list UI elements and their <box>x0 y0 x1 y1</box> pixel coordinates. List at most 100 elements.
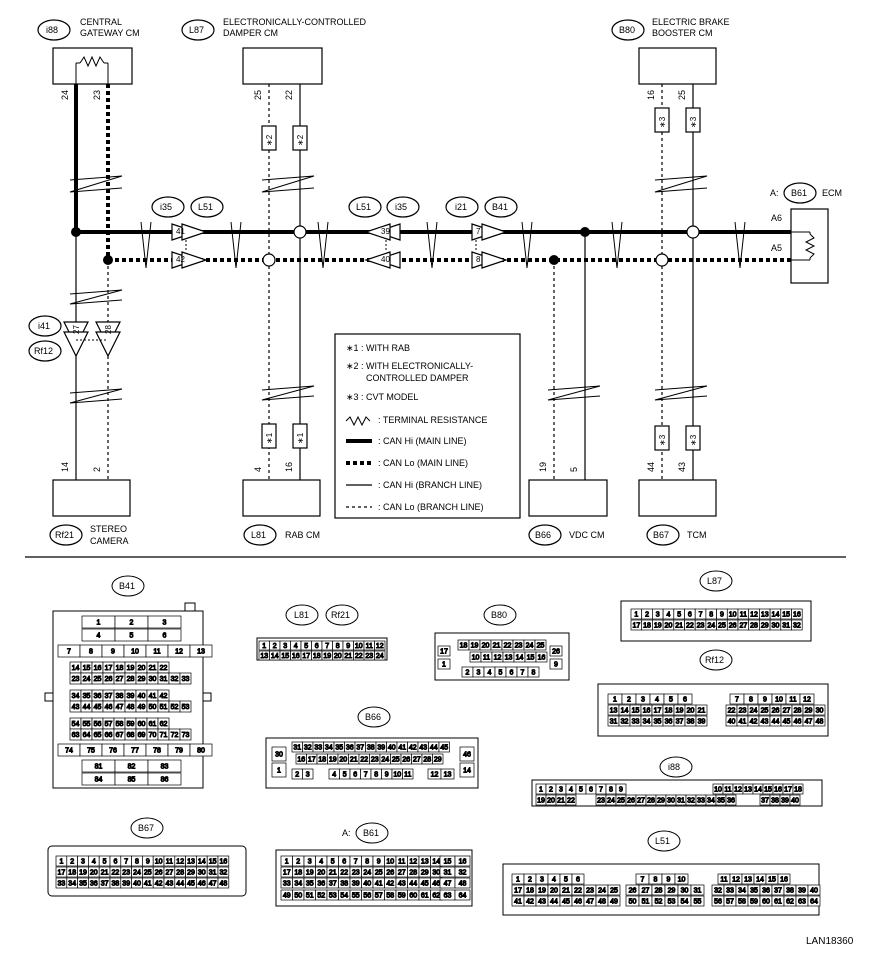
pin-number: 15 <box>209 859 217 866</box>
pin-number: 49 <box>610 899 618 906</box>
pin-number: 16 <box>643 708 651 715</box>
pin-number: 31 <box>444 870 452 877</box>
pin-number: 20 <box>665 623 673 630</box>
pin-l87-25: 25 <box>253 89 263 100</box>
pin-number: 23 <box>586 888 594 895</box>
pin-number: 13 <box>421 859 429 866</box>
pin-number: 9 <box>385 772 389 779</box>
pin-number: 22 <box>355 653 363 660</box>
pin-cell <box>549 658 563 670</box>
pin-number: 35 <box>750 888 758 895</box>
pin-number: 19 <box>537 798 545 805</box>
pin-cell <box>147 615 182 629</box>
pin-number: 10 <box>393 772 401 779</box>
pin-number: 18 <box>313 653 321 660</box>
pin-number: 29 <box>805 708 813 715</box>
pin-number: 21 <box>344 653 352 660</box>
pin-number: 44 <box>409 881 417 888</box>
pin-cell <box>695 704 708 716</box>
pin-number: 12 <box>734 787 742 794</box>
pin-number: 3 <box>641 697 645 704</box>
pin-number: 3 <box>477 670 481 677</box>
pin-number: 18 <box>116 665 124 672</box>
pin-number: 11 <box>398 859 405 866</box>
pin-number: 6 <box>589 787 593 794</box>
pin-number: 23 <box>515 643 523 650</box>
pin-number: 2 <box>70 859 74 866</box>
pin-number: 25 <box>392 757 400 764</box>
pin-number: 45 <box>187 881 195 888</box>
pin-number: 39 <box>352 881 360 888</box>
pin-number: 27 <box>637 798 645 805</box>
pin-number: 39 <box>798 888 806 895</box>
pin-number: 14 <box>754 787 762 794</box>
legend-res: : TERMINAL RESISTANCE <box>378 415 488 425</box>
pin-number: 15 <box>83 665 91 672</box>
note-booster-hi: ∗3 <box>689 116 698 128</box>
pin-number: 18 <box>643 623 651 630</box>
pin-number: 6 <box>163 633 167 640</box>
pin-number: 2 <box>295 772 299 779</box>
pin-number: 27 <box>783 708 791 715</box>
pin-number: 4 <box>294 643 298 650</box>
cv-rf21: Rf21 <box>331 610 351 620</box>
pin-number: 27 <box>166 870 174 877</box>
pin-number: 37 <box>774 888 782 895</box>
pin-number: 9 <box>554 662 558 669</box>
pin-number: 84 <box>95 777 103 784</box>
rf21-name1: STEREO <box>90 524 128 534</box>
pin-number: 21 <box>329 870 337 877</box>
pin-cell <box>813 715 826 727</box>
pin-number: 17 <box>58 870 66 877</box>
inline-connectors <box>63 223 508 358</box>
pin-number: 38 <box>771 798 779 805</box>
pin-number: 11 <box>724 787 731 794</box>
pin-number: 25 <box>761 708 769 715</box>
pin-number: 37 <box>676 719 684 726</box>
pin-42: 42 <box>176 255 185 264</box>
pin-number: 30 <box>772 623 780 630</box>
pin-number: 33 <box>697 798 705 805</box>
pin-number: 7 <box>67 649 71 656</box>
pin-number: 15 <box>632 708 640 715</box>
pin-cell <box>807 895 821 907</box>
pin-number: 52 <box>655 899 663 906</box>
pin-number: 43 <box>166 881 174 888</box>
pin-number: 32 <box>621 719 629 726</box>
pin-cell <box>674 873 689 885</box>
pin-number: 34 <box>294 881 302 888</box>
pin-number: 51 <box>642 899 650 906</box>
pin-number: 2 <box>130 620 134 627</box>
pin-number: 24 <box>598 888 606 895</box>
pin-cell <box>725 794 737 806</box>
pin-cell <box>690 895 705 907</box>
pin-number: 16 <box>459 859 467 866</box>
pin-cell <box>549 645 563 657</box>
pin-number: 36 <box>665 719 673 726</box>
pin-number: 53 <box>329 893 337 900</box>
pin-number: 32 <box>304 745 312 752</box>
pin-number: 31 <box>694 888 702 895</box>
twist-marks <box>69 175 746 404</box>
pin-cell <box>217 866 230 878</box>
note-tcm-lo: ∗3 <box>658 434 667 446</box>
pin-number: 78 <box>153 748 161 755</box>
pin-number: 38 <box>367 745 375 752</box>
pin-number: 14 <box>463 768 471 775</box>
pin-number: 35 <box>306 881 314 888</box>
pin-number: 29 <box>187 870 195 877</box>
pin-number: 8 <box>365 859 369 866</box>
pin-number: 18 <box>460 643 468 650</box>
pin-number: 17 <box>784 787 792 794</box>
pin-number: 24 <box>607 798 615 805</box>
b80-code: B80 <box>619 25 636 35</box>
pin-cell <box>799 693 815 705</box>
pin-41: 41 <box>176 227 185 236</box>
pin-number: 25 <box>610 888 618 895</box>
legend-lo-main: : CAN Lo (MAIN LINE) <box>378 458 469 468</box>
pin-number: 60 <box>409 893 417 900</box>
pin-number: 8 <box>709 612 713 619</box>
pin-number: 13 <box>444 772 452 779</box>
pin-number: 28 <box>794 708 802 715</box>
